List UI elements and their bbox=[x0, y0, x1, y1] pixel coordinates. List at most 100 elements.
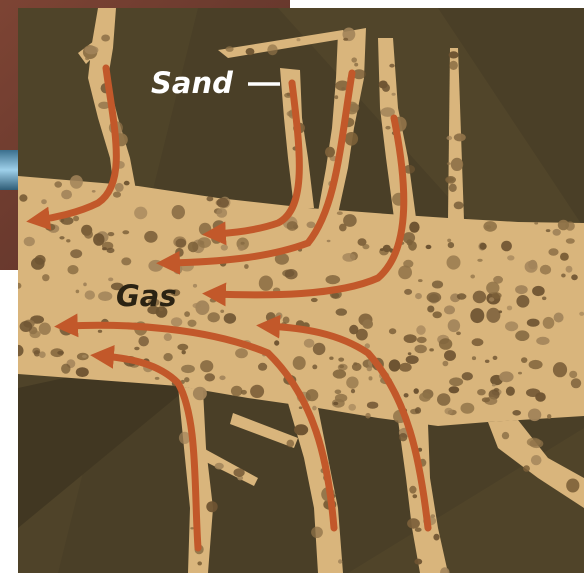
sand-grain bbox=[536, 337, 549, 345]
sand-grain bbox=[246, 48, 255, 55]
sand-grain bbox=[325, 147, 335, 158]
sand-grain bbox=[329, 357, 333, 360]
sand-grain bbox=[445, 176, 456, 184]
sand-grain bbox=[456, 332, 461, 336]
sand-grain bbox=[326, 275, 341, 284]
sand-grain bbox=[547, 414, 551, 419]
sand-grain bbox=[418, 279, 423, 282]
sand-grain bbox=[39, 351, 46, 358]
sand-grain bbox=[339, 365, 344, 368]
sand-grain bbox=[283, 317, 290, 324]
sand-grain bbox=[367, 402, 378, 409]
sand-grain bbox=[54, 181, 62, 187]
sand-grain bbox=[219, 376, 225, 381]
sand-grain bbox=[345, 132, 358, 146]
sand-grain bbox=[432, 281, 443, 289]
sand-grain bbox=[362, 319, 373, 329]
sand-grain bbox=[433, 311, 442, 318]
sand-grain bbox=[505, 321, 518, 331]
sand-grain bbox=[493, 356, 498, 360]
sand-grain bbox=[389, 64, 394, 68]
sand-grain bbox=[389, 328, 396, 334]
sand-grain bbox=[148, 260, 163, 272]
sand-grain bbox=[427, 292, 442, 303]
sand-grain bbox=[267, 44, 277, 55]
sand-grain bbox=[485, 225, 491, 229]
sand-grain bbox=[416, 325, 425, 335]
sand-grain bbox=[39, 323, 51, 335]
sand-grain bbox=[134, 347, 139, 350]
sand-grain bbox=[579, 312, 584, 316]
sand-grain bbox=[553, 229, 561, 236]
sand-grain bbox=[336, 308, 347, 315]
sand-grain bbox=[188, 242, 199, 253]
sand-grain bbox=[457, 293, 467, 299]
sand-grain bbox=[470, 275, 475, 279]
sand-grain bbox=[294, 424, 308, 435]
sand-grain bbox=[521, 357, 527, 363]
sand-grain bbox=[443, 361, 449, 367]
sand-grain bbox=[210, 298, 217, 302]
sand-grain bbox=[507, 255, 514, 260]
sand-grain bbox=[502, 432, 509, 439]
sand-grain bbox=[276, 312, 283, 319]
sand-grain bbox=[41, 199, 47, 204]
sand-grain bbox=[171, 317, 182, 326]
sand-grain bbox=[343, 38, 348, 41]
sand-grain bbox=[24, 237, 35, 246]
sand-grain bbox=[540, 265, 551, 275]
sand-grain bbox=[553, 362, 567, 377]
sand-grain bbox=[449, 184, 457, 192]
sand-grain bbox=[172, 205, 185, 219]
sand-grain bbox=[199, 223, 211, 236]
sand-grain bbox=[528, 409, 541, 422]
sand-grain bbox=[144, 231, 157, 243]
sand-grain bbox=[407, 518, 420, 528]
sand-label: Sand bbox=[151, 66, 233, 100]
sand-grain bbox=[337, 211, 343, 215]
sand-grain bbox=[188, 320, 197, 327]
sand-grain bbox=[444, 350, 456, 361]
sand-grain bbox=[499, 371, 513, 382]
sand-grain bbox=[138, 336, 149, 346]
sand-grain bbox=[454, 133, 466, 141]
sand-grain bbox=[61, 190, 72, 200]
sand-grain bbox=[472, 338, 484, 346]
fracture-diagram: Sand Gas bbox=[18, 8, 584, 573]
sand-grain bbox=[454, 202, 464, 210]
sand-grain bbox=[98, 291, 112, 301]
sand-grain bbox=[195, 300, 209, 315]
sand-grain bbox=[70, 175, 83, 189]
sand-grain bbox=[414, 559, 422, 565]
sand-grain bbox=[404, 289, 412, 295]
sand-grain bbox=[274, 340, 279, 345]
sand-grain bbox=[383, 245, 391, 252]
sand-grain bbox=[155, 377, 160, 380]
gas-label: Gas bbox=[116, 279, 177, 313]
sand-grain bbox=[182, 350, 186, 354]
sand-grain bbox=[176, 239, 187, 248]
sand-grain bbox=[404, 393, 409, 397]
sand-grain bbox=[42, 274, 49, 281]
sand-grain bbox=[354, 63, 358, 67]
sand-grain bbox=[215, 463, 224, 470]
sand-grain bbox=[385, 126, 390, 130]
sand-grain bbox=[224, 313, 236, 324]
sand-grain bbox=[431, 514, 436, 518]
sand-grain bbox=[534, 222, 538, 225]
sand-grain bbox=[415, 345, 427, 354]
sand-grain bbox=[76, 367, 89, 377]
sand-grain bbox=[83, 283, 87, 287]
sand-grain bbox=[81, 225, 92, 236]
sand-grain bbox=[92, 190, 96, 193]
sand-grain bbox=[57, 351, 64, 355]
sand-grain bbox=[115, 183, 124, 192]
sand-grain bbox=[311, 527, 323, 538]
sand-grain bbox=[447, 136, 453, 140]
sand-grain bbox=[485, 360, 490, 363]
sand-grain bbox=[561, 274, 566, 278]
sand-grain bbox=[409, 486, 416, 494]
sand-grain bbox=[449, 51, 459, 58]
sand-grain bbox=[181, 365, 195, 373]
sand-grain bbox=[516, 295, 529, 308]
